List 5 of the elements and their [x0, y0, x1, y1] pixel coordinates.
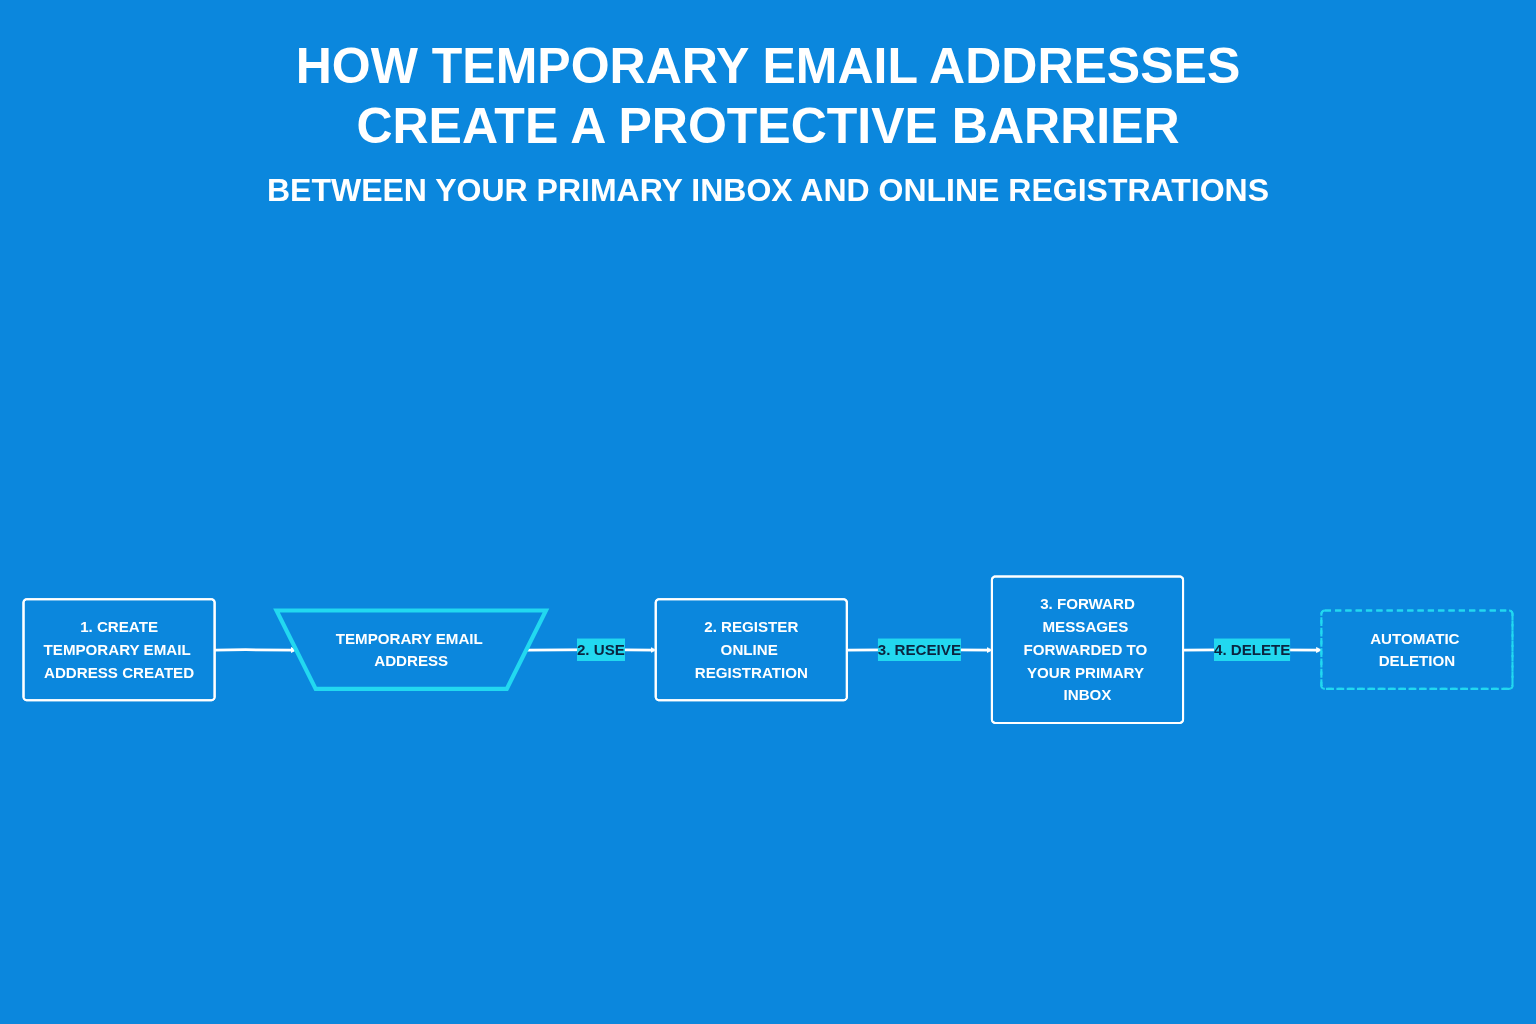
title: HOW TEMPORARY EMAIL ADDRESSES CREATE A PROTECTIVE BARRIER: [294, 37, 1242, 156]
edge-label: 2. USE: [576, 641, 625, 659]
subtitle: BETWEEN YOUR PRIMARY INBOX AND ONLINE REGISTRATIONS: [266, 171, 1270, 210]
edge-label: 3. RECEIVE: [877, 641, 961, 659]
edge-label: 4. DELETE: [1213, 641, 1291, 659]
